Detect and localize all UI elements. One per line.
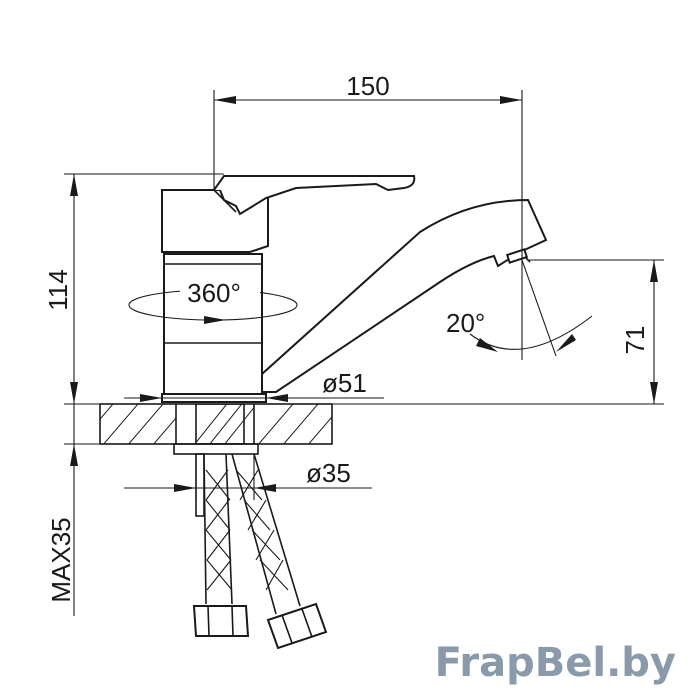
dimension-label-max35: MAX35: [46, 517, 76, 602]
dimension-width-150: 150: [213, 71, 523, 360]
dimension-label-150: 150: [346, 71, 389, 101]
watermark-text: FrapBel.by: [435, 640, 676, 686]
spout: [261, 198, 548, 393]
dimension-label-360deg: 360°: [187, 278, 241, 308]
dimension-angle-20: 20°: [446, 259, 593, 357]
lever-handle: [162, 175, 416, 216]
countertop-hatch-left: [100, 404, 176, 444]
dimension-label-114: 114: [43, 269, 73, 310]
body-cylinder: [163, 253, 263, 395]
dimension-spout-height-71: 71: [332, 259, 664, 405]
dimension-label-20deg: 20°: [446, 308, 485, 338]
dimension-label-d51: ø51: [322, 368, 367, 398]
dimension-diameter-51: ø51: [124, 368, 384, 402]
dimension-max35: MAX35: [46, 404, 174, 616]
dimension-label-d35: ø35: [306, 458, 351, 488]
dimension-label-71: 71: [620, 326, 650, 355]
fixing-nut: [173, 443, 259, 455]
threaded-stud: [195, 453, 205, 517]
supply-hoses: [173, 443, 328, 650]
hose-nut-left: [192, 605, 250, 637]
dimension-rotation-360: 360°: [128, 276, 298, 324]
mounting-stud-hatch: [194, 404, 254, 444]
countertop-hatch-right: [258, 404, 332, 444]
dimension-diameter-35: ø35: [124, 454, 372, 500]
hose-nut-right: [266, 602, 328, 650]
dimension-height-114: 114: [43, 173, 224, 405]
